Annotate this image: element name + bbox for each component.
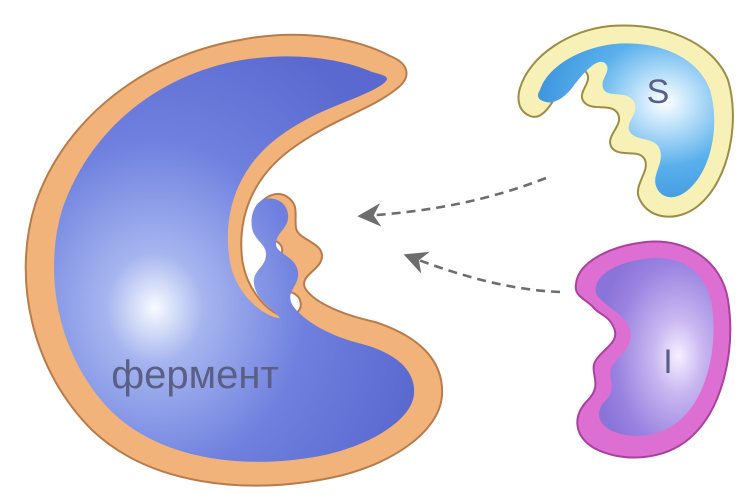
substrate-label: S	[647, 73, 670, 111]
inhibitor-label: I	[663, 343, 672, 381]
inhibitor-to-enzyme-arrow	[408, 256, 560, 292]
enzyme-molecule: фермент	[26, 35, 442, 486]
enzyme-label: фермент	[111, 353, 279, 397]
inhibitor-molecule: I	[576, 242, 730, 458]
substrate-to-enzyme-arrow	[362, 178, 546, 216]
substrate-molecule: S	[518, 25, 732, 216]
